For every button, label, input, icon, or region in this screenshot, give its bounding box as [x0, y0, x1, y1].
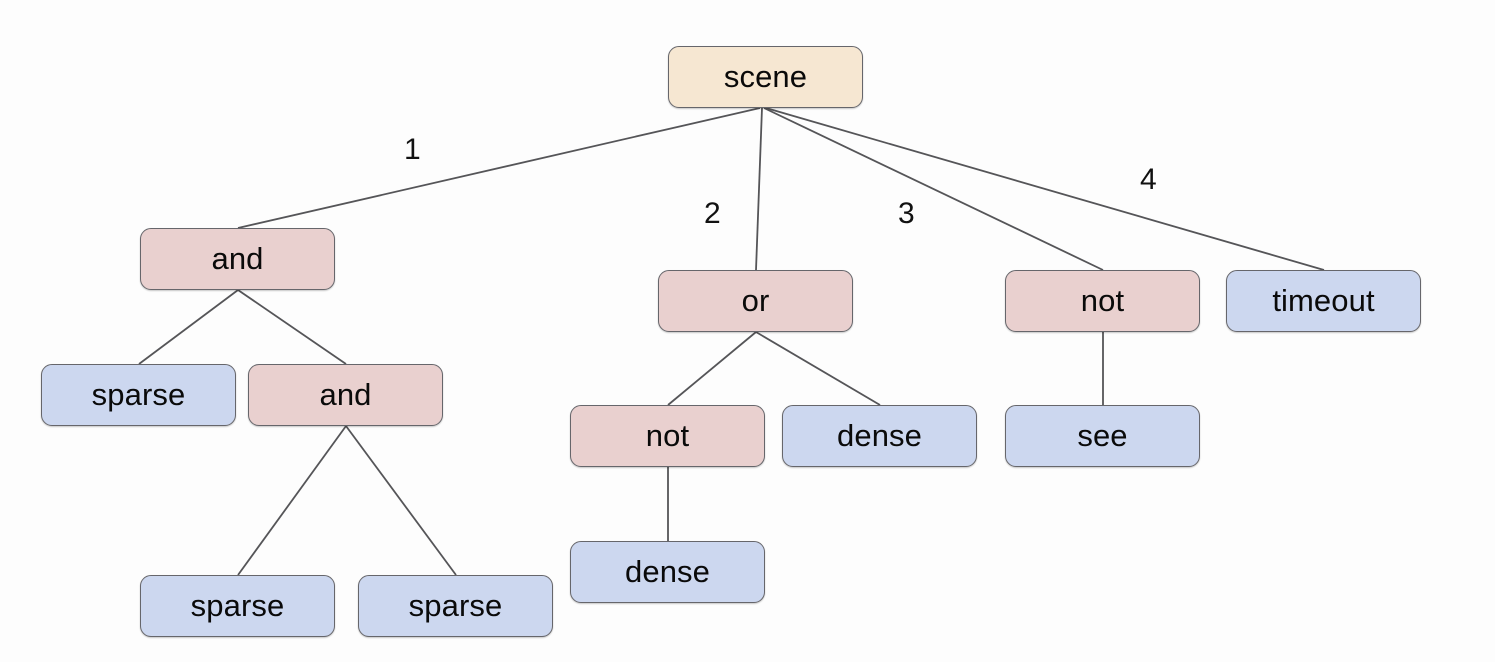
tree-edge [237, 425, 347, 576]
tree-edge [667, 331, 757, 406]
tree-node-and1[interactable]: and [140, 228, 335, 290]
tree-edge [138, 289, 239, 365]
tree-node-dense1[interactable]: dense [782, 405, 977, 467]
tree-node-label: sparse [190, 587, 285, 623]
tree-edge [237, 289, 347, 365]
tree-node-sparse1[interactable]: sparse [41, 364, 236, 426]
tree-node-label: and [319, 376, 372, 412]
tree-node-dense2[interactable]: dense [570, 541, 765, 603]
tree-node-not2[interactable]: not [570, 405, 765, 467]
tree-node-label: dense [625, 553, 710, 589]
tree-node-sparse3[interactable]: sparse [358, 575, 553, 637]
tree-edge [237, 107, 761, 229]
tree-node-scene[interactable]: scene [668, 46, 863, 108]
tree-node-not1[interactable]: not [1005, 270, 1200, 332]
tree-edge [345, 425, 457, 576]
tree-node-label: sparse [91, 376, 186, 412]
tree-node-timeout1[interactable]: timeout [1226, 270, 1421, 332]
tree-edge [763, 107, 1104, 271]
tree-node-sparse2[interactable]: sparse [140, 575, 335, 637]
tree-node-and2[interactable]: and [248, 364, 443, 426]
tree-node-label: or [741, 282, 770, 318]
edge-label-3: 3 [898, 197, 915, 230]
tree-node-label: see [1077, 417, 1128, 453]
tree-node-label: timeout [1272, 282, 1375, 318]
tree-node-label: sparse [408, 587, 503, 623]
tree-node-or1[interactable]: or [658, 270, 853, 332]
tree-edge [755, 331, 881, 406]
tree-node-label: and [211, 240, 264, 276]
tree-edge [755, 107, 763, 271]
tree-node-label: dense [837, 417, 922, 453]
tree-node-label: scene [723, 58, 808, 94]
edge-label-2: 2 [704, 197, 721, 230]
tree-edge [765, 107, 1325, 271]
tree-node-label: not [645, 417, 690, 453]
tree-node-label: not [1080, 282, 1125, 318]
edge-label-1: 1 [404, 133, 421, 166]
tree-node-see1[interactable]: see [1005, 405, 1200, 467]
edge-label-4: 4 [1140, 163, 1157, 196]
